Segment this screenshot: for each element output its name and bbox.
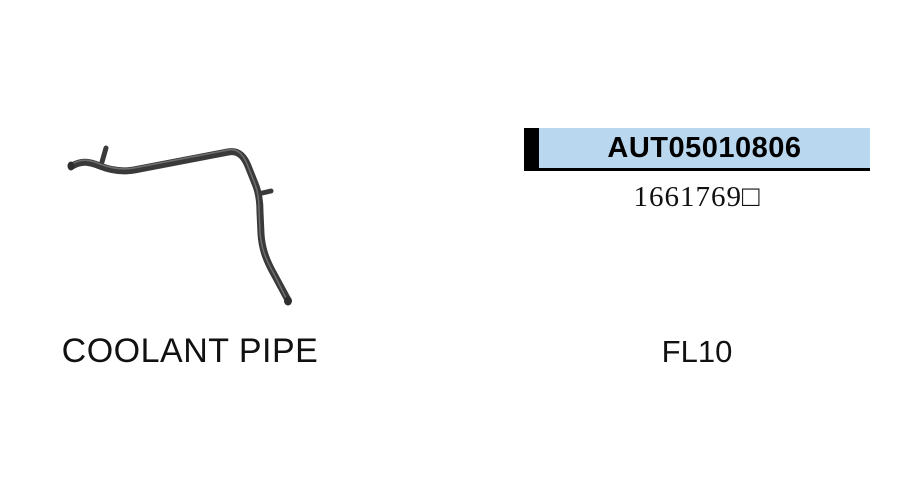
pipe-side-branch xyxy=(255,188,274,197)
coolant-pipe-drawing xyxy=(67,145,292,306)
part-number-header: AUT05010806 xyxy=(524,128,870,171)
pipe-top-stub xyxy=(99,145,109,165)
pipe-open-end-left xyxy=(67,161,75,171)
model-label: FL10 xyxy=(661,334,733,369)
pipe-main-run xyxy=(68,148,292,304)
pipe-open-end-bottom xyxy=(284,296,292,306)
coolant-pipe-image xyxy=(50,118,320,330)
part-code-label: AUT05010806 xyxy=(607,131,802,164)
oem-number-label: 1661769□ xyxy=(633,181,761,213)
part-code-bar: AUT05010806 xyxy=(539,128,870,168)
header-accent-bar xyxy=(524,128,539,168)
pipe-highlight xyxy=(71,148,287,299)
part-name-label: COOLANT PIPE xyxy=(61,332,319,370)
